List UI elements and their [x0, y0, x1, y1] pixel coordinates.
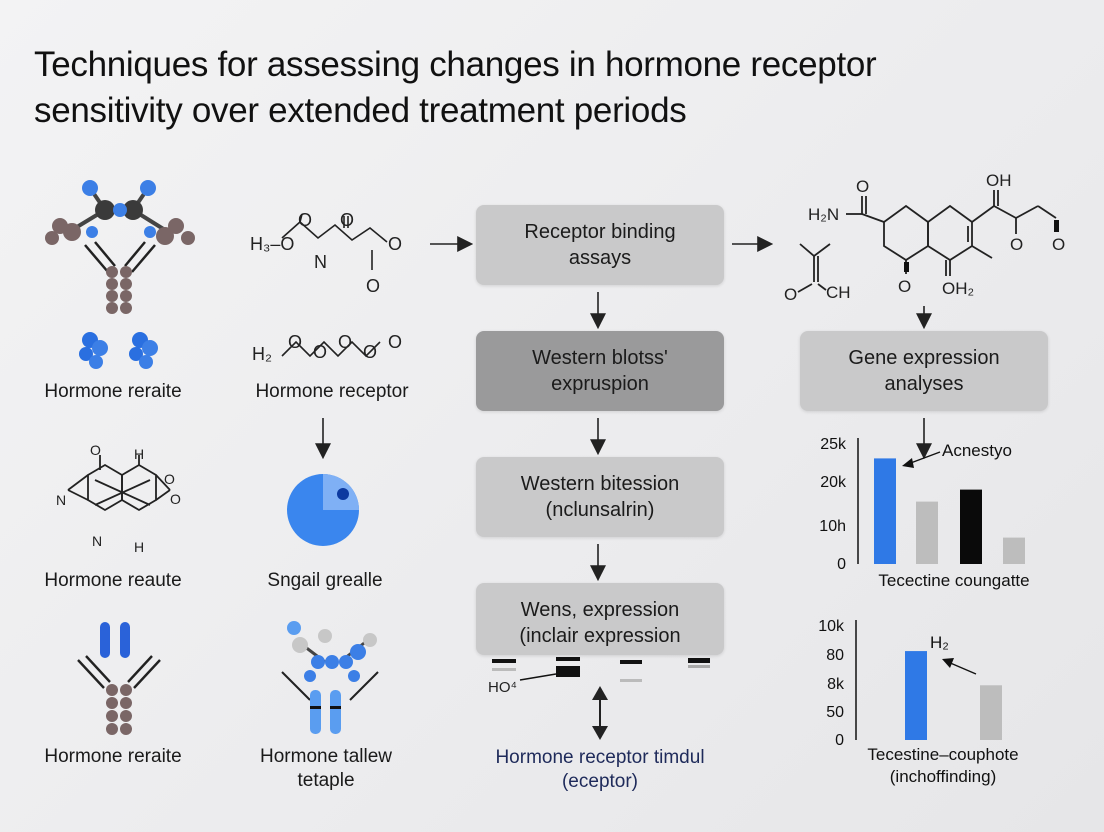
bar-2	[980, 685, 1002, 740]
mol1-n-label: N	[314, 252, 327, 272]
y-tick-label: 8k	[827, 676, 845, 693]
right-ch-label: CH	[826, 283, 851, 302]
receptor-complex-icon	[281, 621, 379, 734]
bar-4	[1003, 537, 1025, 564]
signal-disc-icon	[287, 474, 359, 546]
svg-text:O: O	[288, 332, 302, 352]
receptor-binding-box: Receptor binding assays	[476, 205, 724, 285]
svg-text:O: O	[363, 342, 377, 362]
wedge-bond-1	[904, 262, 909, 272]
svg-text:O: O	[388, 234, 402, 254]
right-oh-label: OH	[986, 171, 1012, 190]
label-sngail-grealle: Sngail grealle	[267, 570, 383, 591]
label-hormone-reaute: Hormone reaute	[44, 570, 182, 591]
annotation-arrow	[947, 661, 977, 675]
label-hormone-reraite-2: Hormone reraite	[44, 746, 182, 767]
x-axis-label: Tecestine–couphote	[867, 745, 1018, 764]
svg-text:O: O	[298, 210, 312, 230]
y-tick-label: 10k	[818, 618, 845, 635]
svg-text:H: H	[134, 539, 144, 555]
svg-text:O: O	[1010, 235, 1023, 254]
svg-text:O: O	[170, 491, 181, 507]
ligand-cluster-icon	[79, 332, 158, 369]
annotation-arrow	[907, 451, 941, 465]
bottom-label: Hormone receptor timdul (eceptor)	[495, 747, 705, 792]
svg-text:O: O	[313, 342, 327, 362]
mol1-h-label: H₃–O	[250, 234, 294, 254]
bands-ho-label: HO⁴	[488, 679, 517, 696]
western-bitession-box: Western bitession (nclunsalrin)	[476, 457, 724, 537]
x-axis-label: Tecectine coungatte	[878, 571, 1029, 590]
svg-text:O: O	[90, 442, 101, 458]
expression-box: Wens, expression (inclair expression	[476, 583, 724, 655]
chemical-structure-right	[797, 190, 1057, 293]
svg-text:O: O	[388, 332, 402, 352]
right-oh2-label: OH₂	[942, 279, 974, 298]
expression-text: Wens, expression (inclair expression	[519, 599, 681, 647]
ring-n-label: N	[56, 492, 66, 508]
bar-1	[905, 651, 927, 740]
hormone-molecule-icon	[45, 180, 195, 245]
svg-text:O: O	[784, 285, 797, 304]
annotation-arrow-head	[942, 658, 954, 668]
label-hormone-tallew: Hormone tallew tetaple	[260, 746, 392, 791]
y-tick-label: 50	[826, 704, 844, 721]
receptor-binding-text: Receptor binding assays	[524, 221, 676, 269]
svg-text:O: O	[898, 277, 911, 296]
blot-bands	[492, 657, 710, 682]
label-hormone-reraite-1: Hormone reraite	[44, 381, 182, 402]
y-tick-label: 20k	[820, 474, 847, 491]
svg-text:O: O	[366, 276, 380, 296]
right-o-label: O	[856, 177, 869, 196]
right-h2n-label: H₂N	[808, 205, 839, 224]
receptor-icon	[84, 241, 156, 314]
svg-text:O: O	[164, 471, 175, 487]
western-blot-text: Western blotss' expruspion	[532, 347, 668, 395]
svg-text:N: N	[92, 533, 102, 549]
western-blot-box: Western blotss' expruspion	[476, 331, 724, 411]
svg-text:O: O	[338, 332, 352, 352]
chemical-structure-1	[281, 213, 388, 358]
chart-annotation: Acnestyo	[942, 441, 1012, 460]
chart-annotation: H₂	[930, 633, 949, 652]
receptor-ligand-icon	[77, 622, 161, 735]
bar-2	[916, 501, 938, 564]
wedge-bond-2	[1054, 220, 1059, 232]
bar-1	[874, 458, 896, 564]
svg-text:O: O	[1052, 235, 1065, 254]
gene-expression-box: Gene expression analyses	[800, 331, 1048, 411]
bidirectional-arrow-icon	[592, 686, 608, 740]
y-tick-label: 80	[826, 647, 844, 664]
ring-structure-icon	[67, 455, 171, 512]
y-tick-label: 0	[835, 732, 844, 749]
bar-3	[960, 489, 982, 564]
gene-expression-text: Gene expression analyses	[848, 347, 1000, 395]
x-axis-label-line2: (inchoffinding)	[890, 767, 996, 786]
svg-text:O: O	[340, 210, 354, 230]
y-tick-label: 10h	[819, 518, 846, 535]
page-title: Techniques for assessing changes in horm…	[34, 45, 877, 130]
western-bitession-text: Western bitession (nclunsalrin)	[520, 473, 680, 521]
ring-h-label: H	[134, 446, 144, 462]
mol2-h-label: H₂	[252, 344, 272, 364]
label-hormone-receptor: Hormone receptor	[255, 381, 409, 402]
bar-chart-2: 10k 80 8k 50 0 H₂ Tecestine–couphote (inchoffin…	[818, 618, 1018, 786]
annotation-arrow-head	[902, 458, 914, 468]
y-tick-label: 0	[837, 556, 846, 573]
y-tick-label: 25k	[820, 436, 847, 453]
